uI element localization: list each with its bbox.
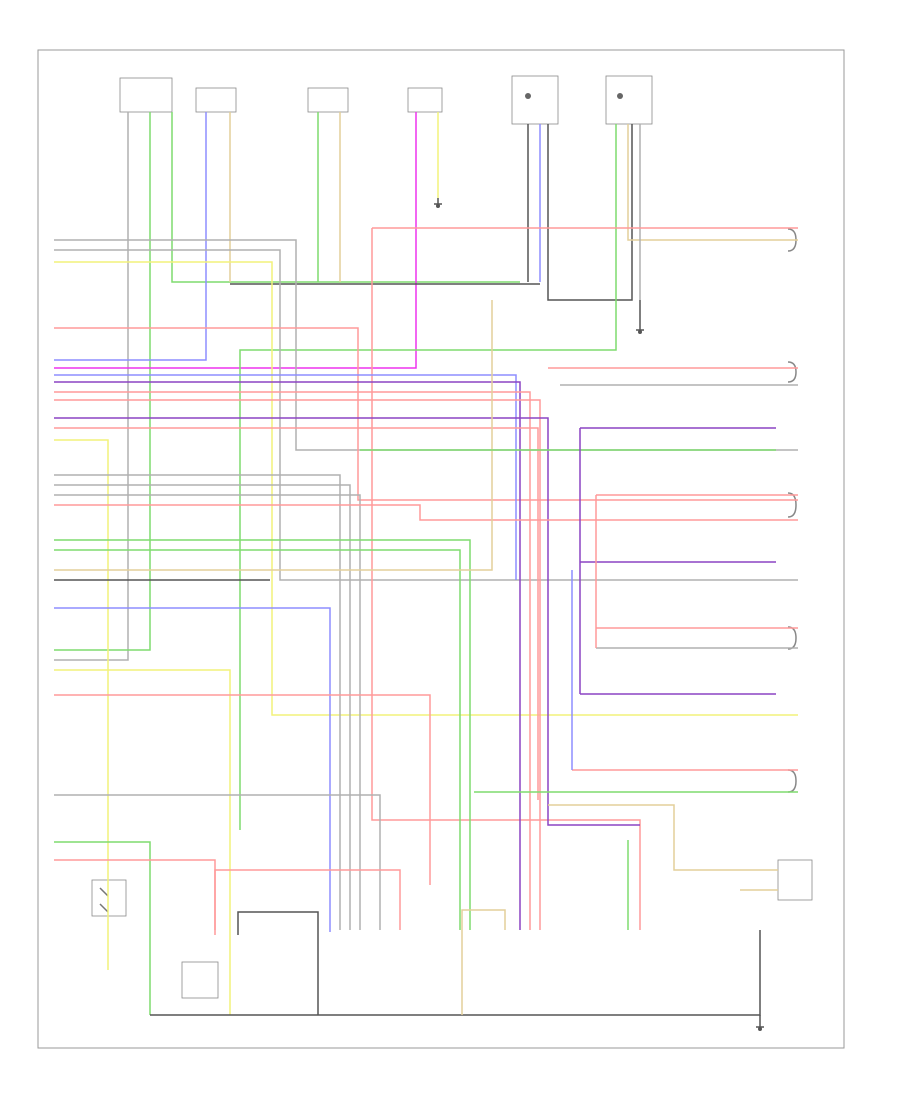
- top-components: [119, 75, 653, 125]
- wire-green-7: [54, 841, 151, 1015]
- component-1: [119, 77, 173, 113]
- component-6-dot: [617, 93, 623, 99]
- wire-blue-4: [54, 607, 331, 932]
- wire-gray-5: [54, 474, 341, 930]
- connector-icon: [787, 361, 797, 383]
- wire-yellow-4: [54, 669, 231, 1015]
- ground-icon: [636, 300, 644, 331]
- right-connectors: [777, 228, 813, 901]
- wire-blue-1: [54, 112, 207, 361]
- wire-green-1: [54, 112, 151, 651]
- connector-icon: [787, 492, 797, 518]
- diagram-frame: [37, 49, 845, 1049]
- connector-icon: [787, 769, 797, 793]
- wire-purple-2: [54, 417, 640, 826]
- ground-icon: [758, 1027, 762, 1031]
- wire-green-4: [239, 124, 617, 830]
- component-ecu: [181, 961, 219, 999]
- wire-red-1: [54, 327, 798, 501]
- wire-red-3: [371, 228, 641, 930]
- wire-green-2: [171, 112, 520, 283]
- connector-icon: [787, 626, 797, 650]
- wire-red-6: [54, 427, 539, 800]
- grounds: [434, 198, 764, 1031]
- component-switch-box: [91, 879, 127, 917]
- wire-red-8: [54, 694, 431, 885]
- wire-gray-8: [54, 794, 381, 930]
- wire-yellow-2: [54, 261, 798, 716]
- wire-tan-5: [548, 804, 778, 871]
- wire-red-9: [54, 859, 216, 930]
- wire-gray-4: [54, 249, 798, 581]
- wire-black-2: [547, 124, 633, 301]
- switch-icon: [99, 887, 109, 913]
- component-2: [195, 87, 237, 113]
- wire-tan-7: [461, 909, 506, 1015]
- component-3: [307, 87, 349, 113]
- wire-red-15: [214, 869, 401, 935]
- wires: [54, 112, 798, 1016]
- wire-tan-4: [54, 300, 493, 571]
- component-4: [407, 87, 443, 113]
- wire-red-7: [54, 504, 798, 521]
- wire-gray-1: [54, 112, 129, 661]
- wire-red-5: [54, 399, 541, 930]
- wire-magenta-1: [54, 112, 417, 369]
- wire-green-6: [54, 549, 461, 930]
- ground-icon: [436, 204, 440, 208]
- ground-icon: [756, 1015, 764, 1028]
- wire-black-4: [237, 911, 319, 1015]
- wire-red-4: [54, 391, 531, 930]
- wire-yellow-3: [54, 439, 109, 970]
- bottom-components: [91, 879, 219, 999]
- component-right-bottom: [777, 859, 813, 901]
- ground-icon: [434, 198, 442, 205]
- component-5: [511, 75, 559, 125]
- ground-icon: [638, 330, 642, 334]
- component-6: [605, 75, 653, 125]
- wire-blue-3: [54, 374, 517, 580]
- wire-purple-1: [54, 381, 521, 930]
- wire-gray-7: [54, 494, 361, 930]
- wire-tan-3: [627, 124, 798, 241]
- wire-gray-6: [54, 484, 351, 930]
- wire-green-5: [54, 539, 471, 930]
- component-5-dot: [525, 93, 531, 99]
- wire-black-ground-bus: [150, 930, 761, 1016]
